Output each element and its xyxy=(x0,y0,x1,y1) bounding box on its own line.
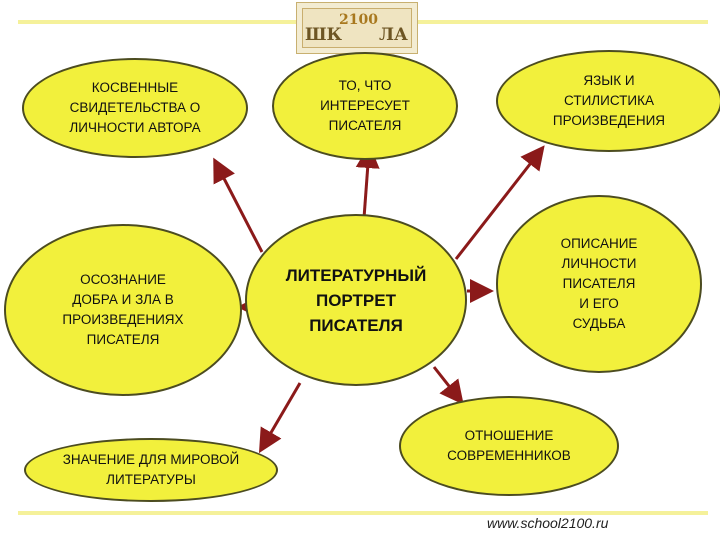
node-contemporaries-label: ОТНОШЕНИЕ СОВРЕМЕННИКОВ xyxy=(447,428,571,463)
arrow-to-contemporaries xyxy=(432,366,464,405)
node-contemporaries: ОТНОШЕНИЕ СОВРЕМЕННИКОВ xyxy=(399,396,619,496)
node-literary-portrait: ЛИТЕРАТУРНЫЙ ПОРТРЕТ ПИСАТЕЛЯ xyxy=(245,214,467,386)
node-good-evil-label: ОСОЗНАНИЕ ДОБРА И ЗЛА В ПРОИЗВЕДЕНИЯХ ПИ… xyxy=(62,272,184,347)
school-logo: ШК 2100 ЛА xyxy=(296,2,418,54)
node-language-style: ЯЗЫК И СТИЛИСТИКА ПРОИЗВЕДЕНИЯ xyxy=(496,50,720,152)
center-label: ЛИТЕРАТУРНЫЙ ПОРТРЕТ ПИСАТЕЛЯ xyxy=(285,265,427,335)
node-world-significance-label: ЗНАЧЕНИЕ ДЛЯ МИРОВОЙ ЛИТЕРАТУРЫ xyxy=(62,452,240,487)
node-indirect-evidence-label: КОСВЕННЫЕ СВИДЕТЕЛЬСТВА О ЛИЧНОСТИ АВТОР… xyxy=(69,80,201,135)
logo-left-text: ШК xyxy=(305,25,343,45)
arrow-to-writer-interests xyxy=(355,144,380,219)
arrow-to-language-style xyxy=(454,145,545,260)
logo-frame xyxy=(302,8,412,48)
node-writer-interests: ТО, ЧТО ИНТЕРЕСУЕТ ПИСАТЕЛЯ xyxy=(272,52,458,160)
node-indirect-evidence: КОСВЕННЫЕ СВИДЕТЕЛЬСТВА О ЛИЧНОСТИ АВТОР… xyxy=(22,58,248,158)
node-writer-interests-label: ТО, ЧТО ИНТЕРЕСУЕТ ПИСАТЕЛЯ xyxy=(320,78,410,133)
node-personality-fate: ОПИСАНИЕ ЛИЧНОСТИ ПИСАТЕЛЯ И ЕГО СУДЬБА xyxy=(496,195,702,373)
arrow-to-world-significance xyxy=(258,382,302,454)
logo-right-text: ЛА xyxy=(379,25,408,45)
node-language-style-label: ЯЗЫК И СТИЛИСТИКА ПРОИЗВЕДЕНИЯ xyxy=(552,73,666,128)
arrow-to-indirect-evidence xyxy=(213,157,264,253)
logo-number: 2100 xyxy=(339,12,378,28)
node-world-significance: ЗНАЧЕНИЕ ДЛЯ МИРОВОЙ ЛИТЕРАТУРЫ xyxy=(24,438,278,502)
node-personality-fate-label: ОПИСАНИЕ ЛИЧНОСТИ ПИСАТЕЛЯ И ЕГО СУДЬБА xyxy=(560,236,638,331)
footer-url: www.school2100.ru xyxy=(487,515,609,531)
node-good-evil: ОСОЗНАНИЕ ДОБРА И ЗЛА В ПРОИЗВЕДЕНИЯХ ПИ… xyxy=(4,224,242,396)
bottom-rule xyxy=(18,511,708,515)
